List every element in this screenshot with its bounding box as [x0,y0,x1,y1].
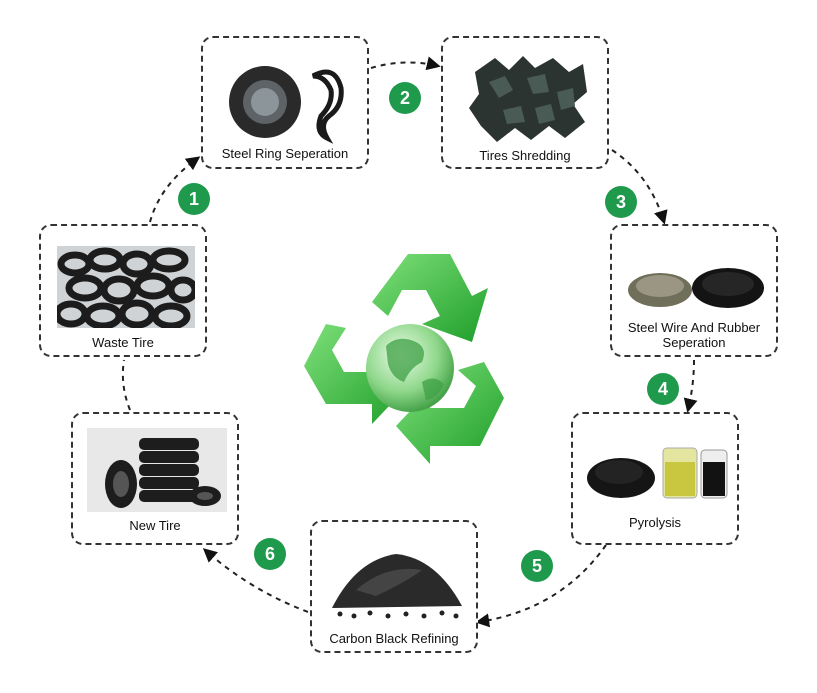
arrow-new-tire-to-waste [121,359,131,411]
step-5-badge: 5 [521,550,553,582]
waste-tire-card: Waste Tire [39,224,207,357]
step-1-card: Steel Ring Seperation [201,36,369,169]
step-4-badge: 4 [647,373,679,405]
step-6-label: New Tire [129,518,181,533]
step-5-label: Carbon Black Refining [329,631,459,646]
arrow-steel-ring-to-shredding [370,56,441,71]
arrow-wire-to-pyrolysis [683,359,698,413]
step-3-badge: 3 [605,186,637,218]
steel-wire-rubber-image [624,260,766,310]
step-3-card: Steel Wire And Rubber Seperation [610,224,778,357]
shredded-tires-image [465,52,589,144]
recycle-globe-icon [304,254,504,464]
new-tire-stack-image [87,428,227,512]
step-6-badge: 6 [254,538,286,570]
arrow-waste-to-steel-ring [149,156,201,223]
arrow-carbon-to-new-tire [202,548,309,613]
step-4-card: Pyrolysis [571,412,739,545]
waste-tire-label: Waste Tire [92,335,154,350]
step-1-badge: 1 [178,183,210,215]
pyrolysis-products-image [585,442,731,500]
step-5-card: Carbon Black Refining [310,520,478,653]
step-3-label: Steel Wire And Rubber Seperation [627,320,761,350]
waste-tire-pile-image [57,246,195,328]
steel-ring-image [227,60,347,144]
step-6-card: New Tire [71,412,239,545]
arrow-shredding-to-wire [611,149,668,225]
carbon-black-pellets-image [326,540,466,620]
step-4-label: Pyrolysis [628,515,681,530]
step-1-label: Steel Ring Seperation [221,146,349,161]
step-2-label: Tires Shredding [479,148,571,163]
step-2-badge: 2 [389,82,421,114]
step-2-card: Tires Shredding [441,36,609,169]
